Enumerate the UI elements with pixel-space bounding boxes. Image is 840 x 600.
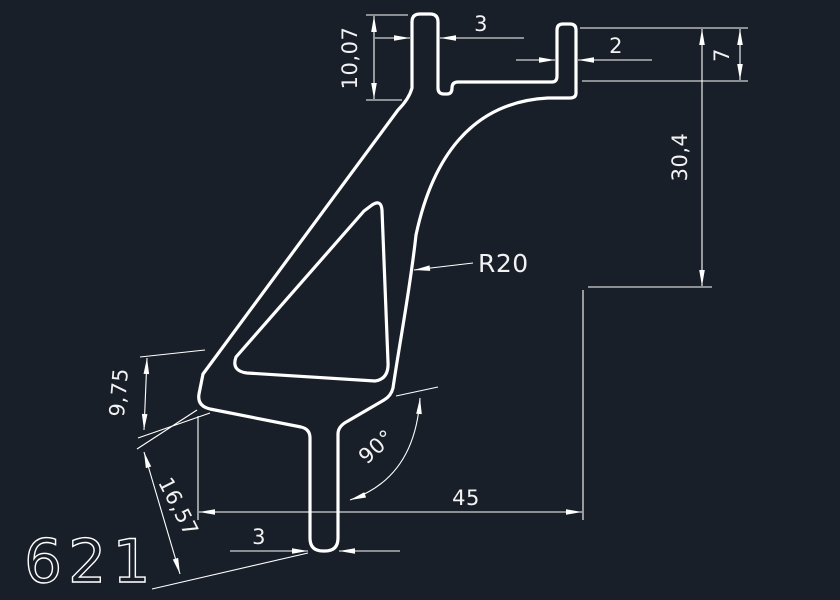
profile-section xyxy=(197,12,578,553)
profile-outer-contour xyxy=(197,12,578,553)
dim-right-tab-width: 2 xyxy=(516,34,652,63)
part-number: 621 xyxy=(24,527,157,597)
profile-inner-cavity xyxy=(233,201,390,383)
dim-left-tab-width: 3 xyxy=(375,12,524,41)
dim-label-tip-thickness: 9,75 xyxy=(105,367,133,418)
dim-tip-thickness: 9,75 xyxy=(105,349,211,439)
dim-label-flange-height: 30,4 xyxy=(668,133,692,182)
dim-label-foot-length: 16,57 xyxy=(153,473,203,540)
dim-label-tail-width: 3 xyxy=(252,525,266,549)
dim-foot-length: 16,57 xyxy=(136,409,309,590)
dim-label-left-tab-height: 10,07 xyxy=(338,27,362,90)
dim-label-overall-width: 45 xyxy=(452,486,480,510)
dim-label-right-tab-height: 7 xyxy=(710,48,734,62)
dim-label-left-tab-width: 3 xyxy=(474,12,488,36)
dim-overall-width: 45 xyxy=(197,290,584,520)
dim-left-tab-height: 10,07 xyxy=(338,14,408,101)
dim-label-tail-angle: 90° xyxy=(354,425,399,469)
dim-flange-height: 30,4 xyxy=(588,29,712,288)
dim-tail-width: 3 xyxy=(230,525,400,554)
dim-label-right-tab-width: 2 xyxy=(609,34,623,58)
dim-tail-angle: 90° xyxy=(349,386,439,501)
dim-label-radius: R20 xyxy=(478,249,529,278)
dim-radius-callout: R20 xyxy=(413,249,529,278)
dim-right-tab-height: 7 xyxy=(580,27,748,82)
